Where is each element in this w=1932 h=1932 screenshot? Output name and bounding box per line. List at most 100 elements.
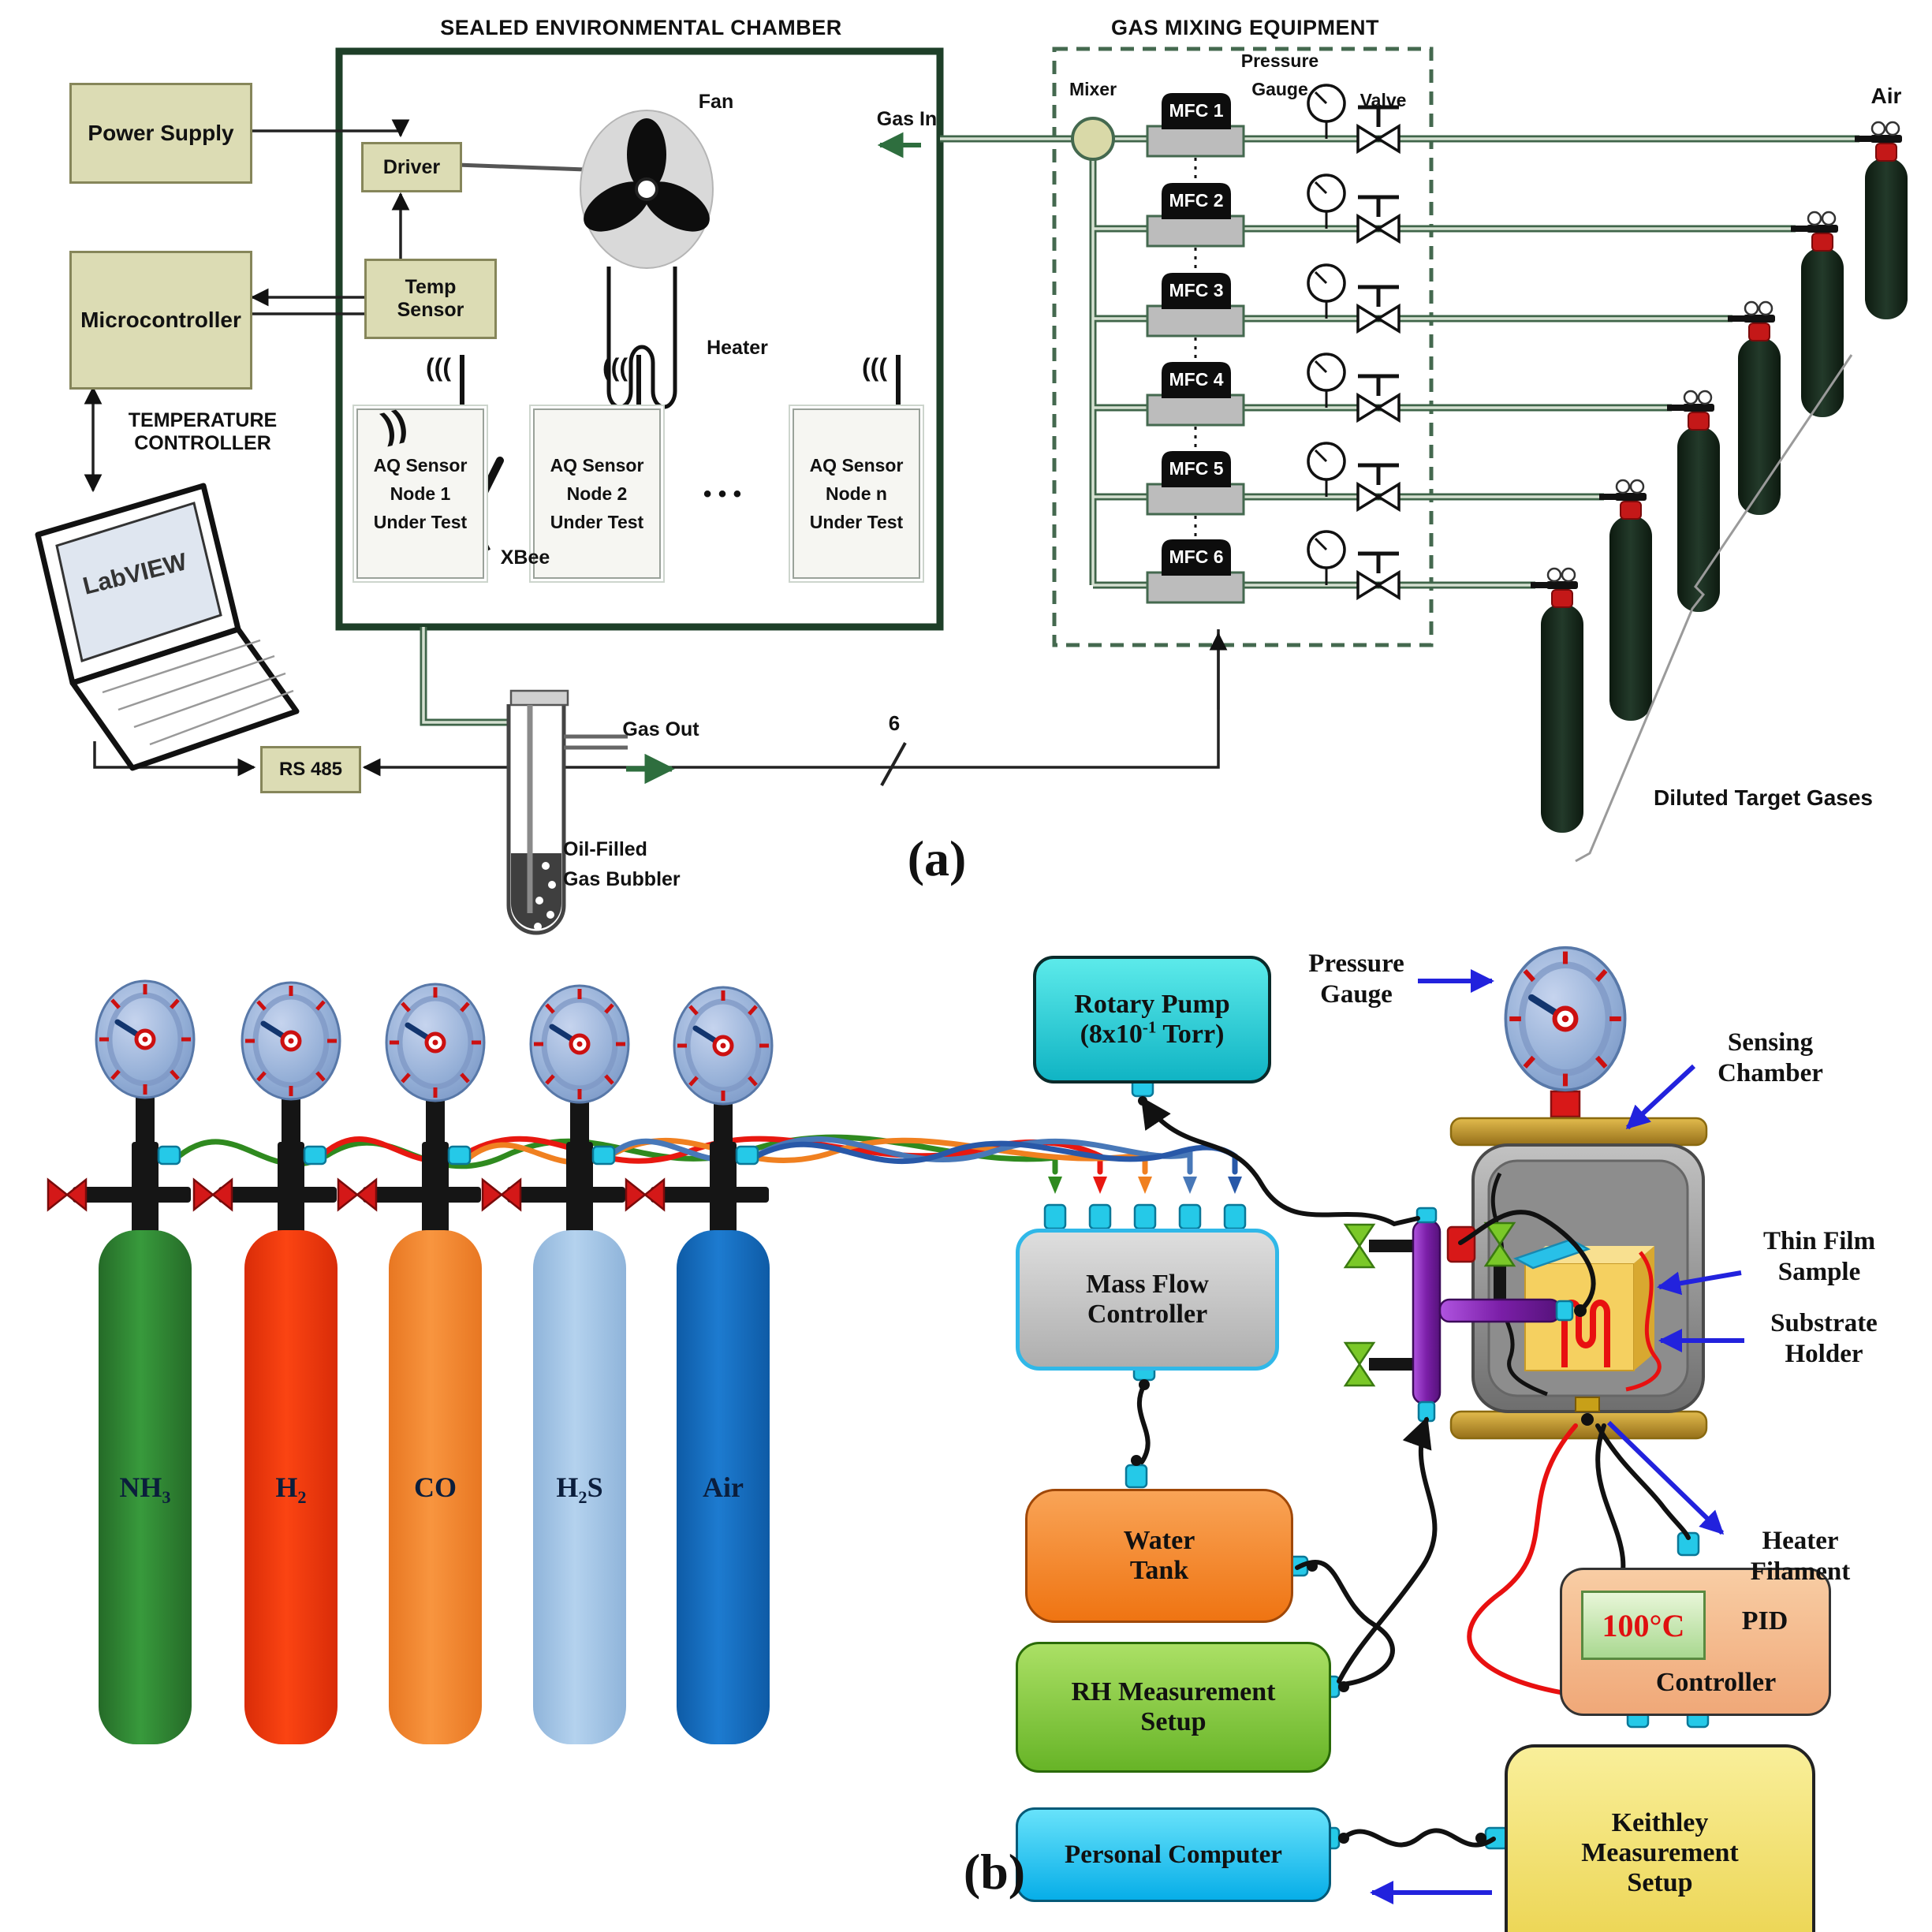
water-line1: Water <box>1123 1526 1195 1555</box>
caption-a: (a) <box>907 830 967 887</box>
driver-label: Driver <box>382 155 441 178</box>
keithley-line3: Setup <box>1627 1868 1693 1897</box>
hose-arrowheads <box>1048 1177 1242 1194</box>
sc-line1: Sensing <box>1727 1028 1814 1057</box>
temp-controller-line2: CONTROLLER <box>134 432 271 454</box>
bottle-label: H2S <box>556 1471 603 1508</box>
laptop-icon <box>35 483 300 771</box>
aq2-l3: Under Test <box>550 511 644 532</box>
aq-node-2-box: AQ Sensor Node 2 Under Test <box>533 408 661 579</box>
mfc-3-label: MFC 3 <box>1169 280 1224 301</box>
xbee-label: XBee <box>500 546 550 569</box>
sensing-chamber-label: Sensing Chamber <box>1688 1019 1853 1098</box>
tf-line2: Sample <box>1777 1258 1861 1286</box>
air-label: Air <box>1870 84 1902 109</box>
mfc-6-label: MFC 6 <box>1169 546 1224 568</box>
fan-icon <box>580 110 714 269</box>
mass-flow-controller-box: Mass Flow Controller <box>1016 1229 1279 1371</box>
pressure-gauge-label-1: Pressure <box>1240 50 1319 72</box>
gas-hoses <box>176 1134 1238 1175</box>
keithley-line2: Measurement <box>1581 1838 1739 1867</box>
water-tank-box: Water Tank <box>1025 1489 1293 1623</box>
thin-film-label: Thin Film Sample <box>1736 1218 1902 1296</box>
pid-controller-label: Controller <box>1655 1667 1777 1697</box>
substrate-holder-label: Substrate Holder <box>1741 1300 1907 1378</box>
pid-controller-box: 100°C PID Controller <box>1560 1568 1831 1716</box>
aq-node-dots: • • • <box>703 481 742 508</box>
bottle-label: H2 <box>275 1471 307 1508</box>
valve-label: Valve <box>1359 90 1407 111</box>
gas-out-label: Gas Out <box>622 718 699 741</box>
rotary-pump-line2: (8x10-1 Torr) <box>1080 1017 1225 1049</box>
pc-label: Personal Computer <box>1065 1840 1282 1869</box>
fan-label: Fan <box>698 91 734 114</box>
heater-coil-icon <box>606 267 677 409</box>
pressure-gauge-b-label: Pressure Gauge <box>1285 940 1427 1019</box>
rh-line1: RH Measurement <box>1071 1677 1276 1706</box>
driver-fan-wire <box>457 162 586 172</box>
rs485-box: RS 485 <box>260 746 361 793</box>
gas-bottle-co: CO <box>389 1230 482 1744</box>
personal-computer-box: Personal Computer <box>1016 1807 1331 1902</box>
mixer-label: Mixer <box>1069 79 1117 100</box>
aqn-l3: Under Test <box>809 511 904 532</box>
mfc-2-label: MFC 2 <box>1169 190 1224 211</box>
bottle-regulators <box>47 1095 770 1235</box>
pressure-gauge-label-2: Gauge <box>1251 79 1308 100</box>
gas-bubbler-icon <box>506 689 628 935</box>
gas-bottle-h2: H2 <box>244 1230 338 1744</box>
aq1-l3: Under Test <box>373 511 468 532</box>
bus-width-label: 6 <box>888 711 901 735</box>
microcontroller-box: Microcontroller <box>69 251 252 390</box>
driver-box: Driver <box>361 142 462 192</box>
bottle-label: CO <box>414 1471 457 1503</box>
sensing-chamber-icon <box>1446 1117 1708 1440</box>
rotary-pump-line1: Rotary Pump <box>1074 990 1230 1019</box>
aq-node-n-box: AQ Sensor Node n Under Test <box>793 408 920 579</box>
pg-line2: Gauge <box>1320 980 1393 1009</box>
heater-filament-label: Heater Filament <box>1710 1517 1891 1596</box>
gas-bottle-nh3: NH3 <box>99 1230 192 1744</box>
temp-sensor-line2: Sensor <box>397 299 464 321</box>
aq2-l2: Node 2 <box>566 483 628 504</box>
bottle-label: Air <box>703 1471 744 1503</box>
aq1-l1: AQ Sensor <box>373 454 468 476</box>
wifi-icon: ((( <box>862 353 887 382</box>
mfc-b-line1: Mass Flow <box>1086 1270 1209 1299</box>
sc-line2: Chamber <box>1718 1059 1823 1087</box>
aqn-l2: Node n <box>826 483 887 504</box>
gas-bottle-h2s: H2S <box>533 1230 626 1744</box>
gas-bottle-air: Air <box>677 1230 770 1744</box>
mfc-rows <box>1147 85 1399 602</box>
gas-in-label: Gas In <box>876 108 938 131</box>
aqn-l1: AQ Sensor <box>809 454 904 476</box>
aq2-l1: AQ Sensor <box>550 454 644 476</box>
rh-setup-box: RH Measurement Setup <box>1016 1642 1331 1773</box>
bubbler-label-2: Gas Bubbler <box>563 868 681 891</box>
mfc-b-line2: Controller <box>1087 1300 1208 1329</box>
mfc-5-label: MFC 5 <box>1169 458 1224 479</box>
power-supply-label: Power Supply <box>88 121 234 145</box>
aq1-l2: Node 1 <box>390 483 451 504</box>
wifi-icon: ((( <box>426 353 451 382</box>
chamber-title: SEALED ENVIRONMENTAL CHAMBER <box>440 16 842 40</box>
rs485-label: RS 485 <box>278 759 343 780</box>
hf-line2: Filament <box>1750 1557 1851 1586</box>
keithley-line1: Keithley <box>1611 1808 1709 1837</box>
bottle-gauges <box>96 981 772 1104</box>
keithley-box: Keithley Measurement Setup <box>1505 1744 1815 1932</box>
annotation-arrows <box>1370 969 1744 1904</box>
chamber-pressure-gauge <box>1505 948 1624 1118</box>
heater-label: Heater <box>707 337 768 360</box>
wifi-icon: ((( <box>602 353 628 382</box>
mfc-4-label: MFC 4 <box>1169 369 1224 390</box>
temperature-controller-label: TEMPERATURE CONTROLLER <box>103 394 303 470</box>
sh-line2: Holder <box>1785 1340 1863 1368</box>
sh-line1: Substrate <box>1770 1309 1878 1338</box>
temp-controller-line1: TEMPERATURE <box>128 408 278 431</box>
temp-sensor-line1: Temp <box>405 276 457 298</box>
diluted-gases-brace <box>1575 354 1853 863</box>
microcontroller-label: Microcontroller <box>80 308 241 332</box>
pid-temperature-display: 100°C <box>1581 1591 1706 1660</box>
rh-line2: Setup <box>1140 1707 1207 1736</box>
